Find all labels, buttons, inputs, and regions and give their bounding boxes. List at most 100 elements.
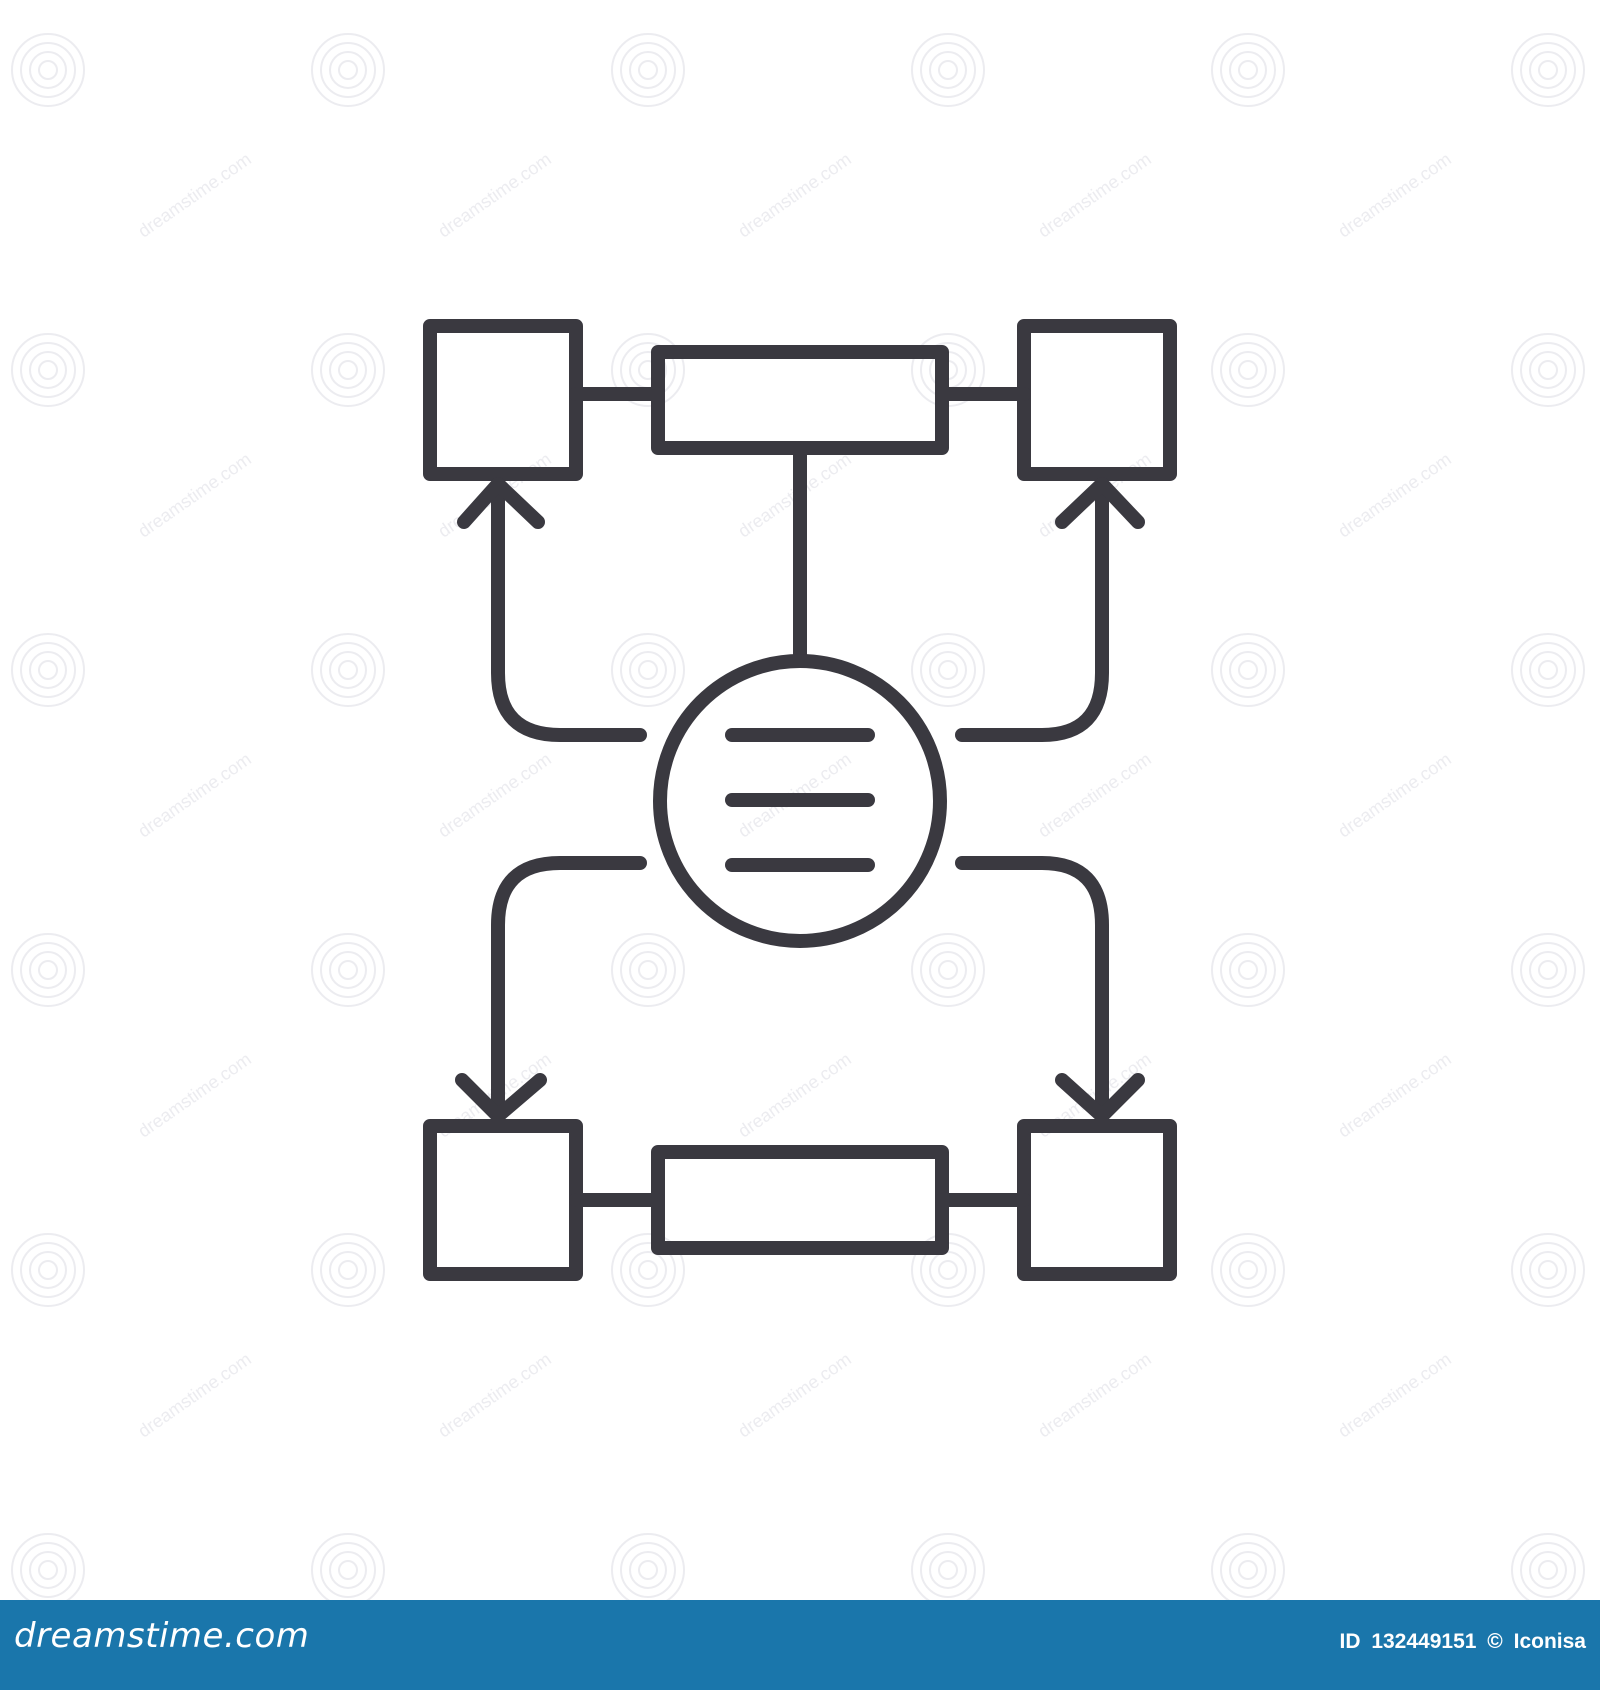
watermark-ring xyxy=(938,960,958,980)
watermark-ring xyxy=(1238,960,1258,980)
watermark-ring xyxy=(929,1551,967,1589)
watermark-layer: dreamstime.com dreamstime.com dreamstime.c… xyxy=(11,33,1585,1600)
author-name[interactable]: Iconisa xyxy=(1513,1630,1586,1653)
watermark-ring xyxy=(638,60,658,80)
watermark-stamp xyxy=(911,1533,985,1600)
watermark-ring xyxy=(1511,33,1585,107)
watermark-ring xyxy=(1229,351,1267,389)
watermark-text: dreamstime.com xyxy=(1034,149,1154,242)
watermark-ring xyxy=(311,1233,385,1307)
watermark-ring xyxy=(1211,1233,1285,1307)
watermark-ring xyxy=(611,333,685,407)
image-credit: ID 132449151 © Iconisa xyxy=(1339,1630,1586,1654)
watermark-ring xyxy=(1229,651,1267,689)
watermark-ring xyxy=(20,942,76,998)
watermark-ring xyxy=(629,1551,667,1589)
bottom-center-bar xyxy=(651,1145,949,1255)
watermark-ring xyxy=(338,1260,358,1280)
watermark-ring xyxy=(1211,933,1285,1007)
watermark-ring xyxy=(1229,1251,1267,1289)
watermark-ring xyxy=(911,1533,985,1600)
watermark-ring xyxy=(11,333,85,407)
watermark-ring xyxy=(1538,660,1558,680)
watermark-ring xyxy=(329,1251,367,1289)
central-hub-circle xyxy=(653,654,947,948)
watermark-ring xyxy=(1511,933,1585,1007)
watermark-ring xyxy=(1511,1233,1585,1307)
bottom-right-box xyxy=(1017,1119,1177,1281)
watermark-stamp xyxy=(11,1533,85,1600)
watermark-ring xyxy=(1229,1551,1267,1589)
watermark-stamp xyxy=(1211,33,1285,107)
watermark-text: dreamstime.com xyxy=(1334,149,1454,242)
watermark-ring xyxy=(29,51,67,89)
watermark-stamp xyxy=(11,633,85,707)
watermark-ring xyxy=(611,1233,685,1307)
watermark-ring xyxy=(38,360,58,380)
watermark-ring xyxy=(929,651,967,689)
watermark-ring xyxy=(1520,642,1576,698)
watermark-ring xyxy=(1220,942,1276,998)
watermark-text: dreamstime.com xyxy=(1334,449,1454,542)
watermark-stamp xyxy=(1511,633,1585,707)
watermark-ring xyxy=(920,942,976,998)
watermark-ring xyxy=(29,651,67,689)
watermark-stamp xyxy=(611,1533,685,1600)
watermark-text: dreamstime.com xyxy=(1334,749,1454,842)
watermark-text: dreamstime.com xyxy=(134,749,254,842)
watermark-ring xyxy=(320,1542,376,1598)
watermark-ring xyxy=(338,360,358,380)
watermark-ring xyxy=(1238,1260,1258,1280)
watermark-stamp xyxy=(611,1233,685,1307)
watermark-stamp xyxy=(1511,1533,1585,1600)
watermark-ring xyxy=(929,951,967,989)
watermark-stamp xyxy=(1511,1233,1585,1307)
watermark-text: dreamstime.com xyxy=(734,149,854,242)
bottom-left-box xyxy=(423,1119,583,1281)
watermark-ring xyxy=(1229,951,1267,989)
watermark-ring xyxy=(11,33,85,107)
arrow-to-top-left-head xyxy=(457,477,545,529)
watermark-stamp xyxy=(311,33,385,107)
watermark-ring xyxy=(1238,1560,1258,1580)
watermark-ring xyxy=(1211,1533,1285,1600)
watermark-text: dreamstime.com xyxy=(134,149,254,242)
watermark-ring xyxy=(638,960,658,980)
watermark-stamp xyxy=(1211,933,1285,1007)
watermark-text: dreamstime.com xyxy=(1034,1349,1154,1442)
watermark-ring xyxy=(611,633,685,707)
watermark-ring xyxy=(329,951,367,989)
site-logo[interactable]: dreamstime.com xyxy=(14,1616,310,1656)
watermark-ring xyxy=(38,1260,58,1280)
watermark-ring xyxy=(320,342,376,398)
watermark-ring xyxy=(1538,1560,1558,1580)
watermark-ring xyxy=(1220,342,1276,398)
watermark-text: dreamstime.com xyxy=(734,1349,854,1442)
watermark-ring xyxy=(911,633,985,707)
watermark-ring xyxy=(338,960,358,980)
watermark-stamp xyxy=(611,933,685,1007)
watermark-ring xyxy=(320,1242,376,1298)
watermark-ring xyxy=(620,642,676,698)
arrow-to-top-right-head xyxy=(1055,477,1145,529)
watermark-ring xyxy=(938,60,958,80)
watermark-text: dreamstime.com xyxy=(134,1049,254,1142)
watermark-ring xyxy=(1529,1551,1567,1589)
watermark-ring xyxy=(1520,942,1576,998)
watermark-ring xyxy=(629,1251,667,1289)
watermark-stamp xyxy=(11,333,85,407)
watermark-ring xyxy=(920,42,976,98)
flowchart-line-icon xyxy=(423,319,1177,1281)
watermark-stamp xyxy=(911,633,985,707)
watermark-text: dreamstime.com xyxy=(1034,749,1154,842)
watermark-ring xyxy=(11,633,85,707)
watermark-stamp xyxy=(611,33,685,107)
watermark-ring xyxy=(329,651,367,689)
watermark-stamp xyxy=(11,33,85,107)
watermark-stamp xyxy=(1511,333,1585,407)
watermark-ring xyxy=(620,942,676,998)
watermark-ring xyxy=(329,1551,367,1589)
watermark-ring xyxy=(1238,360,1258,380)
watermark-stamp xyxy=(11,1233,85,1307)
watermark-ring xyxy=(329,351,367,389)
